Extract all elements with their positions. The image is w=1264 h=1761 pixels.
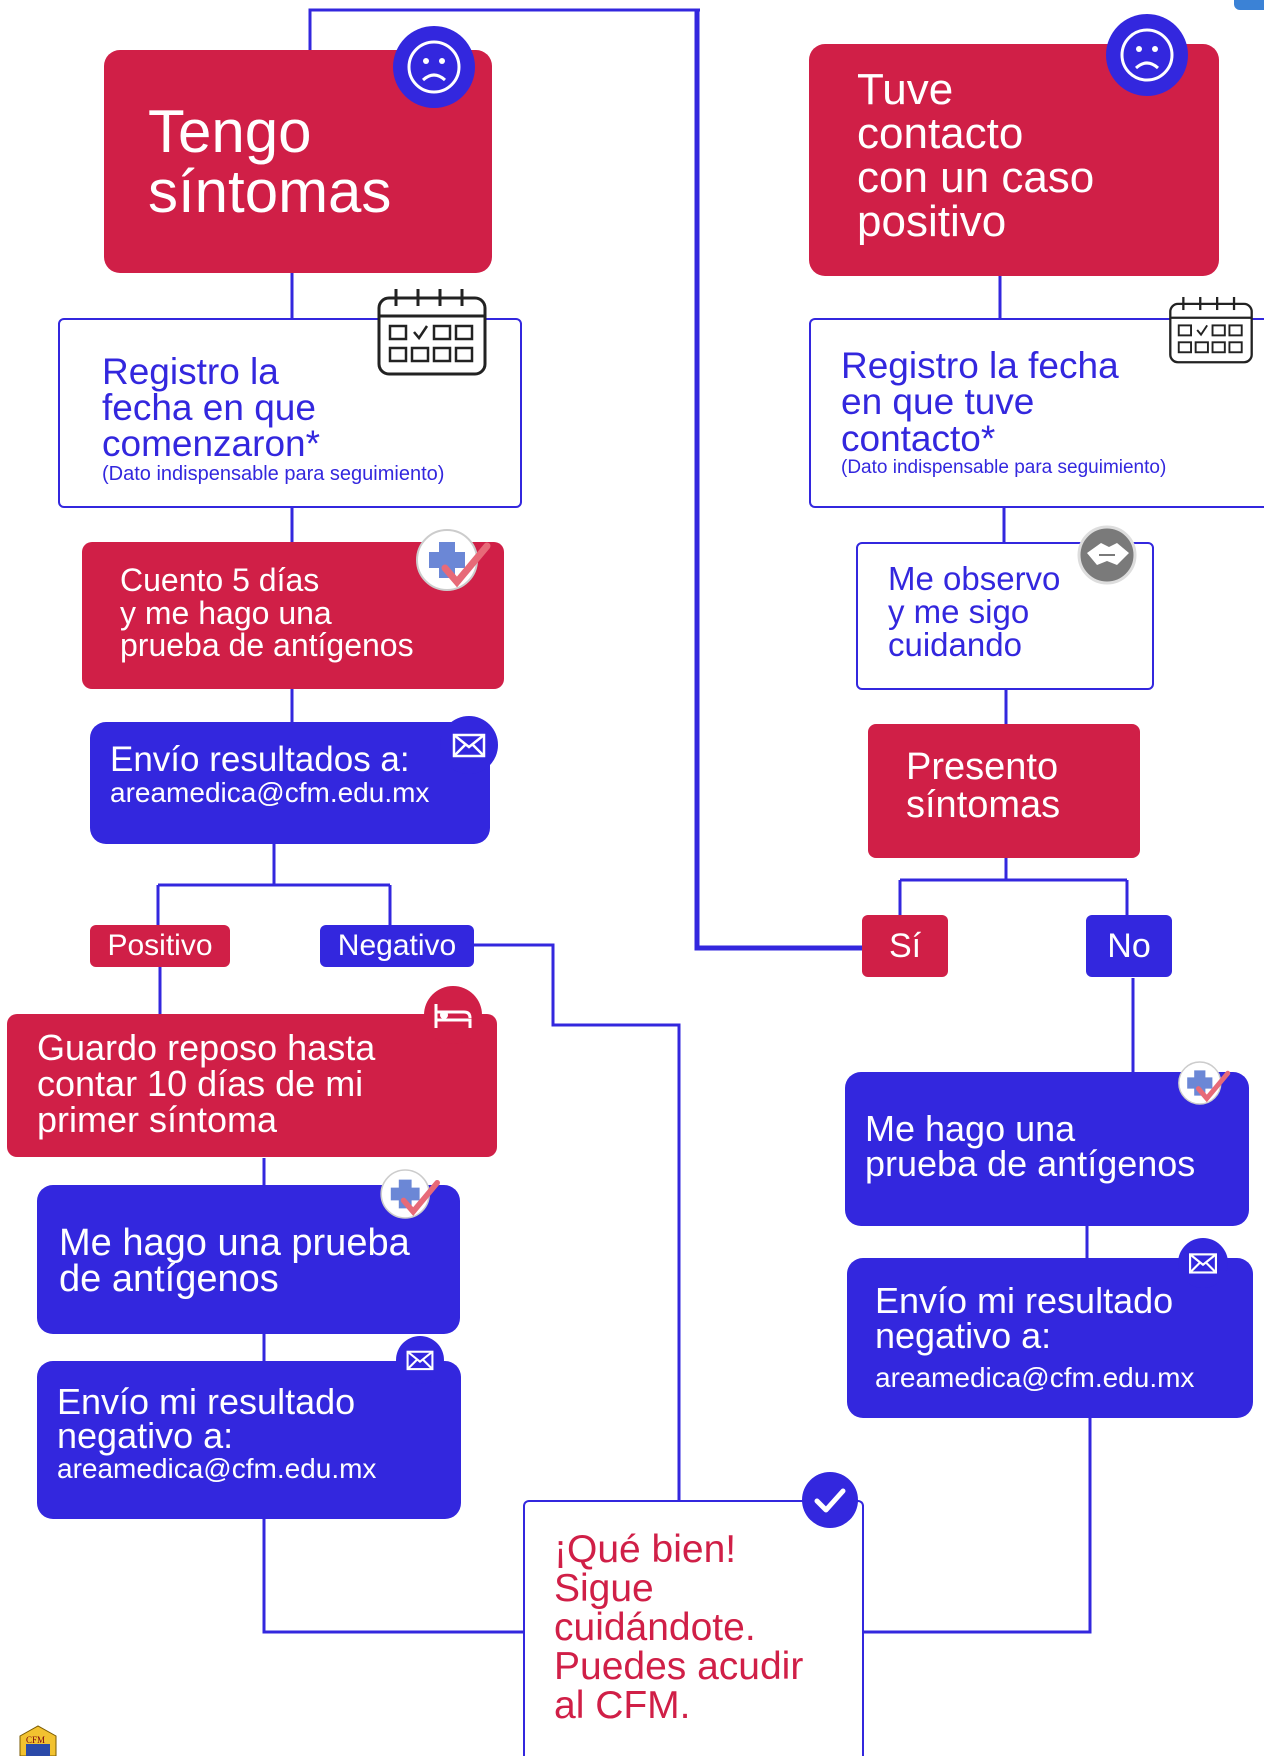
prueba-antigenos-right-box: Me hago una prueba de antígenos [845,1072,1249,1226]
cfm-logo: CFM [16,1724,60,1757]
corner-tab [1234,0,1264,10]
me-observo-text: Me observo y me sigo cuidando [888,560,1061,663]
envio-negativo-right-email: areamedica@cfm.edu.mx [875,1362,1195,1393]
sad-face-icon [1106,14,1188,96]
guardo-reposo-text: Guardo reposo hasta contar 10 días de mi… [37,1027,376,1140]
no-tag: No [1086,915,1172,977]
negativo-tag: Negativo [320,925,474,967]
presento-sintomas-text: Presento síntomas [906,746,1061,826]
envio-negativo-right-box: Envío mi resultado negativo a: areamedic… [847,1258,1253,1418]
handshake-icon [1077,525,1137,585]
bed-icon [424,986,482,1044]
envio-negativo-left-email: areamedica@cfm.edu.mx [57,1453,377,1484]
envio-negativo-right-text: Envío mi resultado negativo a: [875,1280,1174,1356]
presento-sintomas-box: Presento síntomas [868,724,1140,858]
guardo-reposo-box: Guardo reposo hasta contar 10 días de mi… [7,1014,497,1157]
mail-icon [396,1336,444,1384]
prueba-antigenos-right-text: Me hago una prueba de antígenos [865,1108,1196,1184]
me-observo-box: Me observo y me sigo cuidando [856,542,1154,690]
positivo-tag: Positivo [90,925,230,967]
registro-fecha-note: (Dato indispensable para seguimiento) [102,463,445,485]
envio-resultados-text: Envío resultados a: [110,740,410,779]
envio-resultados-box: Envío resultados a: areamedica@cfm.edu.m… [90,722,490,844]
cfm-logo-text: CFM [26,1735,46,1745]
si-tag: Sí [862,915,948,977]
medical-test-icon [413,528,493,592]
calendar-icon [376,286,488,378]
prueba-antigenos-left-text: Me hago una prueba de antígenos [59,1222,410,1301]
envio-negativo-left-box: Envío mi resultado negativo a: areamedic… [37,1361,461,1519]
registro-contacto-text: Registro la fecha en que tuve contacto* [841,345,1119,459]
mail-icon [440,716,498,774]
tengo-sintomas-title: Tengo síntomas [148,98,392,225]
que-bien-box: ¡Qué bien! Sigue cuidándote. Puedes acud… [523,1500,864,1756]
prueba-antigenos-left-box: Me hago una prueba de antígenos [37,1185,460,1334]
sad-face-icon [393,26,475,108]
envio-resultados-email: areamedica@cfm.edu.mx [110,777,430,808]
registro-contacto-note: (Dato indispensable para seguimiento) [841,457,1167,478]
mail-icon [1178,1238,1228,1288]
medical-test-icon [1176,1060,1232,1106]
cuento-5-dias-text: Cuento 5 días y me hago una prueba de an… [120,562,414,664]
registro-fecha-text: Registro la fecha en que comenzaron* [102,351,321,464]
tuve-contacto-title: Tuve contacto con un caso positivo [857,65,1095,246]
medical-test-icon [378,1168,442,1220]
calendar-icon [1168,294,1254,366]
envio-negativo-left-text: Envío mi resultado negativo a: [57,1381,356,1457]
check-circle-icon [802,1472,858,1528]
que-bien-text: ¡Qué bien! Sigue cuidándote. Puedes acud… [554,1528,804,1727]
